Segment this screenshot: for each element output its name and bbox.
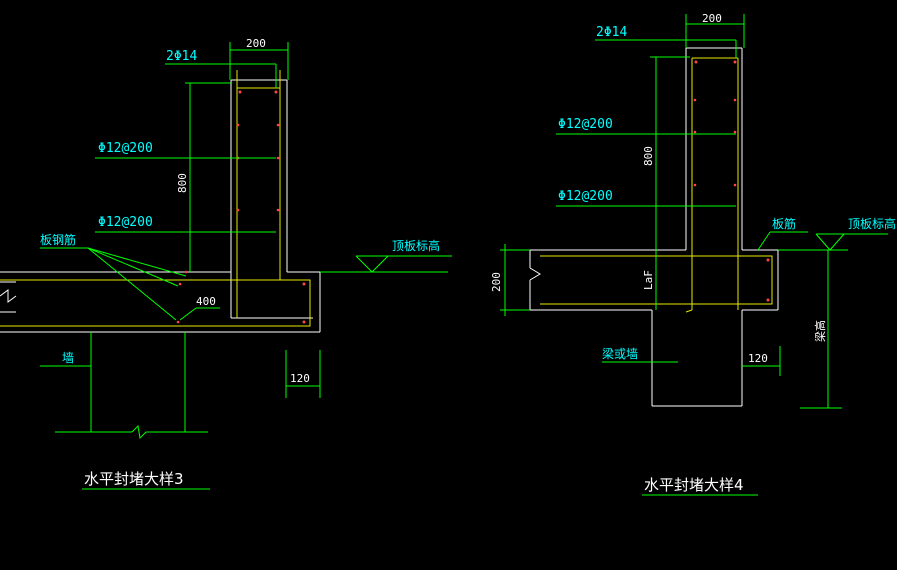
detail4-dim-200: 200 [490,272,503,292]
detail3-top-elevation-label: 顶板标高 [392,238,440,253]
detail4-rebar-upper-label: Φ12@200 [558,117,613,132]
detail4-dim-120: 120 [748,352,768,365]
detail3-leaders [40,42,452,490]
detail4-leaders [500,14,888,496]
detail4-laf-label: LaF [642,270,655,290]
detail-4: 2Φ14 Φ12@200 Φ12@200 200 800 200 LaF 120… [490,12,896,496]
detail4-beam-height-label: 梁高 [813,320,827,342]
detail4-beam-or-wall-label: 梁或墙 [602,346,638,361]
detail4-title: 水平封堵大样4 [644,476,744,494]
detail3-rebar-dots [176,90,306,324]
detail3-dim-400: 400 [196,295,216,308]
detail3-rebar-top-label: 2Φ14 [166,49,197,64]
detail3-rebar [0,70,311,327]
detail3-rebar-lower-label: Φ12@200 [98,215,153,230]
detail4-dim-height: 800 [642,146,655,166]
detail4-rebar-lower-label: Φ12@200 [558,189,613,204]
detail3-dim-120: 120 [290,372,310,385]
detail4-top-elevation-label: 顶板标高 [848,216,896,231]
detail3-title: 水平封堵大样3 [84,470,184,488]
detail4-rebar-top-label: 2Φ14 [596,25,627,40]
detail3-concrete-outline [0,79,321,333]
detail3-rebar-upper-label: Φ12@200 [98,141,153,156]
detail4-slab-rebar-label: 板筋 [772,216,796,231]
detail3-slab-rebar-label: 板钢筋 [40,232,76,247]
detail4-dim-top-width: 200 [702,12,722,25]
detail-3: 2Φ14 Φ12@200 Φ12@200 200 800 400 120 板钢筋… [0,37,452,490]
detail3-dim-height: 800 [176,173,189,193]
detail3-dim-top-width: 200 [246,37,266,50]
detail4-concrete-outline [529,47,779,407]
detail3-wall-label: 墙 [62,351,74,365]
detail4-rebar-dots [693,60,770,302]
